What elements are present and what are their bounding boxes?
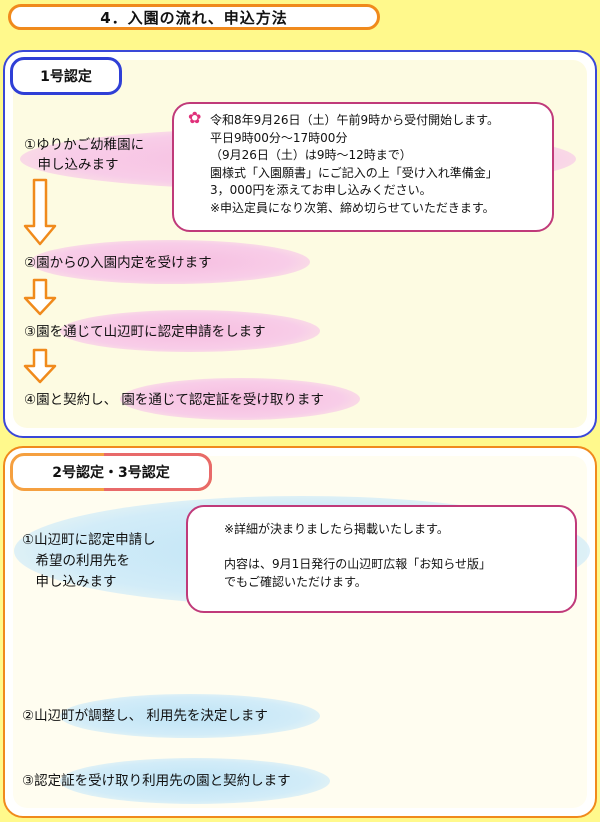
step-highlight [60,694,320,738]
note-line: 令和8年9月26日（土）午前9時から受付開始します。 [210,113,499,127]
down-arrow-icon [23,348,57,384]
section-2-tag-label-a: 2号認定 [52,465,104,481]
down-arrow-icon [23,178,57,246]
note-line: ※申込定員になり次第、締め切らせていただきます。 [210,200,495,215]
section-2-step-3: ③認定証を受け取り利用先の園と契約します [22,773,291,789]
note-line: （9月26日（土）は9時～12時まで） [210,148,412,162]
page-title-text: 4．入園の流れ、申込方法 [100,8,288,27]
note-line: でもご確認いただけます。 [224,574,367,589]
section-2-tag-accent [104,453,212,491]
step-highlight [30,240,310,284]
section-1-step-1: ①ゆりかご幼稚園に 申し込みます [24,137,145,173]
section-1-tag: 1号認定 [10,57,122,95]
note-line: 園様式「入園願書」にご記入の上「受け入れ準備金」 [210,165,498,180]
section-2-step-1: ①山辺町に認定申請し 希望の利用先を 申し込みます [22,532,156,590]
section-1-tag-label: 1号認定 [40,69,92,85]
down-arrow-icon [23,278,57,316]
note-line: ※詳細が決まりましたら掲載いたします。 [224,522,449,536]
step-highlight [120,378,360,420]
section-2-note: ※詳細が決まりましたら掲載いたします。 内容は、9月1日発行の山辺町広報「お知ら… [186,505,577,613]
step-highlight [60,310,320,352]
section-2-step-2: ②山辺町が調整し、 利用先を決定します [22,708,268,724]
section-1-step-3: ③園を通じて山辺町に認定申請をします [24,324,266,340]
step-highlight [60,758,330,804]
note-line: 3，000円を添えてお申し込みください。 [210,183,432,197]
section-1-step-2: ②園からの入園内定を受けます [24,255,212,271]
page-title: 4．入園の流れ、申込方法 [8,4,380,30]
flower-icon: ✿ [188,108,202,127]
note-line: 内容は、9月1日発行の山辺町広報「お知らせ版」 [224,557,492,571]
note-line [224,539,561,557]
section-2-tag-label-b: ・3号認定 [104,465,170,481]
note-line: 平日9時00分～17時00分 [210,130,348,145]
section-1-step-4: ④園と契約し、 園を通じて認定証を受け取ります [24,392,324,408]
section-1-note: 令和8年9月26日（土）午前9時から受付開始します。 平日9時00分～17時00… [172,102,554,232]
